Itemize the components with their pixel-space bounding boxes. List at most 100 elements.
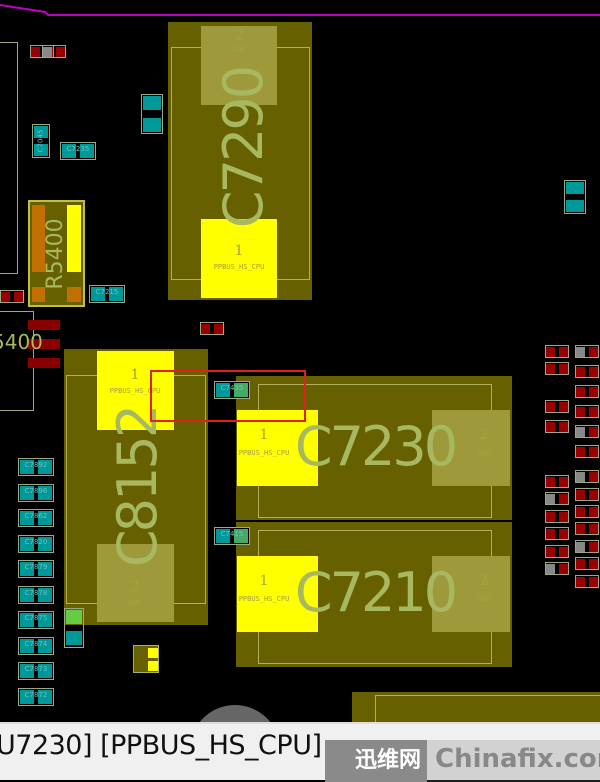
smd-part[interactable] [575,557,599,570]
u5400-label: 5400 [0,330,43,354]
c8152-pin2[interactable] [97,544,174,622]
watermark-cn: 迅维网 [325,740,427,782]
c7230-pin1[interactable] [237,410,318,486]
connector-outline [0,42,18,274]
cap-c7415[interactable]: C7415 [214,527,250,545]
ref-designator: R5400 [43,218,68,290]
c8152-pin1[interactable] [97,351,174,430]
smd-part[interactable] [575,522,599,535]
smd-part[interactable] [575,405,599,418]
smd-part[interactable] [575,365,599,378]
cap-c7896[interactable]: C7896 [18,483,54,502]
smd-part[interactable] [545,420,569,433]
smd-part[interactable] [545,510,569,523]
smd-part[interactable] [575,345,599,358]
cap-c7878[interactable]: C7878 [18,585,54,604]
cap-label: C7892 [24,461,48,469]
net-label: GND [477,595,491,603]
cap-label: C7862 [24,512,48,520]
pin-number: 2 [130,579,140,595]
cap-label: C7872 [24,690,48,699]
cap-label: C7235 [66,145,90,153]
pad [28,339,60,349]
cap-label: C7415 [220,530,244,538]
smd-part[interactable] [545,400,569,413]
cap-c7874[interactable]: C7874 [18,636,54,655]
ref-designator: C8152 [106,406,169,568]
status-net-text: U7230] [PPBUS_HS_CPU] [0,730,322,761]
ref-designator: C7290 [212,67,275,229]
smd-part[interactable] [575,385,599,398]
ref-designator: C7210 [294,561,458,624]
smd-part[interactable] [575,505,599,518]
cap-c7862[interactable]: C7862 [18,509,54,527]
watermark: 迅维网 Chinafix.com [325,740,600,782]
smd-part[interactable] [575,425,599,438]
smd-part[interactable] [42,45,66,58]
c7210-pin2[interactable] [432,556,510,632]
watermark-en: Chinafix.com [435,744,600,774]
pad [32,287,45,302]
c7230-pin2[interactable] [432,410,510,486]
pcb-board-view[interactable]: 5400 2 GND 1 PPBUS_HS_CPU C7290 R5400 C7… [0,0,600,722]
pad [28,320,60,330]
cap-label: C7435 [220,384,244,392]
cap-label: C7820 [24,537,48,546]
cap-label: C7875 [24,614,48,622]
cap-c7875[interactable]: C7875 [18,611,54,629]
smd-part[interactable] [575,488,599,501]
cap-c7892[interactable]: C7892 [18,458,54,476]
outline [375,695,600,722]
selection-highlight [150,370,306,422]
cap-label: C7879 [24,563,48,571]
cap-c7215[interactable]: C7215 [89,285,125,303]
smd-part[interactable] [545,345,569,358]
c7290-pin2[interactable] [201,26,277,105]
pad [67,205,81,272]
c7210-pin1[interactable] [237,556,318,632]
cap[interactable] [141,94,163,134]
component-bottom[interactable] [352,692,600,722]
net-label: GND [232,46,246,54]
pad [67,287,81,302]
smd-part[interactable] [545,362,569,375]
small-component[interactable] [133,645,159,673]
smd-part[interactable] [575,445,599,458]
pad [32,205,45,272]
smd-part[interactable] [200,322,224,335]
cap-c7820[interactable]: C7820 [18,534,54,553]
smd-part[interactable] [545,492,569,505]
c7290-pin1[interactable] [201,219,277,298]
cap-c7873[interactable]: C7873 [18,662,54,680]
magenta-trace [0,4,600,16]
status-bar: U7230] [PPBUS_HS_CPU] 迅维网 Chinafix.com [0,722,600,782]
cap-c7235[interactable]: C7235 [60,142,96,160]
cap-label: C7878 [24,588,48,597]
pin-number: 2 [479,427,489,443]
small-component[interactable] [64,608,84,648]
pin-number: 1 [259,573,269,589]
net-label: GND [477,449,491,457]
smd-part[interactable] [545,545,569,558]
cap-c7872[interactable]: C7872 [18,687,54,706]
pin-number: 2 [479,573,489,589]
cap-label: C7874 [24,639,48,648]
smd-part[interactable] [575,470,599,483]
smd-part[interactable] [575,575,599,588]
smd-part[interactable] [545,562,569,575]
net-label: PPBUS_HS_CPU [238,595,290,603]
smd-part[interactable] [0,290,24,303]
cap-c7435[interactable]: C7435 [214,381,250,399]
smd-part[interactable] [545,527,569,540]
pin-number: 1 [130,367,140,383]
net-label: PPBUS_HS_CPU [109,387,161,395]
cap-c7045[interactable]: C7045 [32,124,50,158]
cap-label: C7045 [36,129,45,153]
cap-label: C7215 [95,288,119,296]
cap-c7879[interactable]: C7879 [18,560,54,578]
smd-part[interactable] [575,540,599,553]
net-label: PPBUS_HS_CPU [238,449,290,457]
pad [28,358,60,368]
cap[interactable] [564,180,586,214]
smd-part[interactable] [545,475,569,488]
